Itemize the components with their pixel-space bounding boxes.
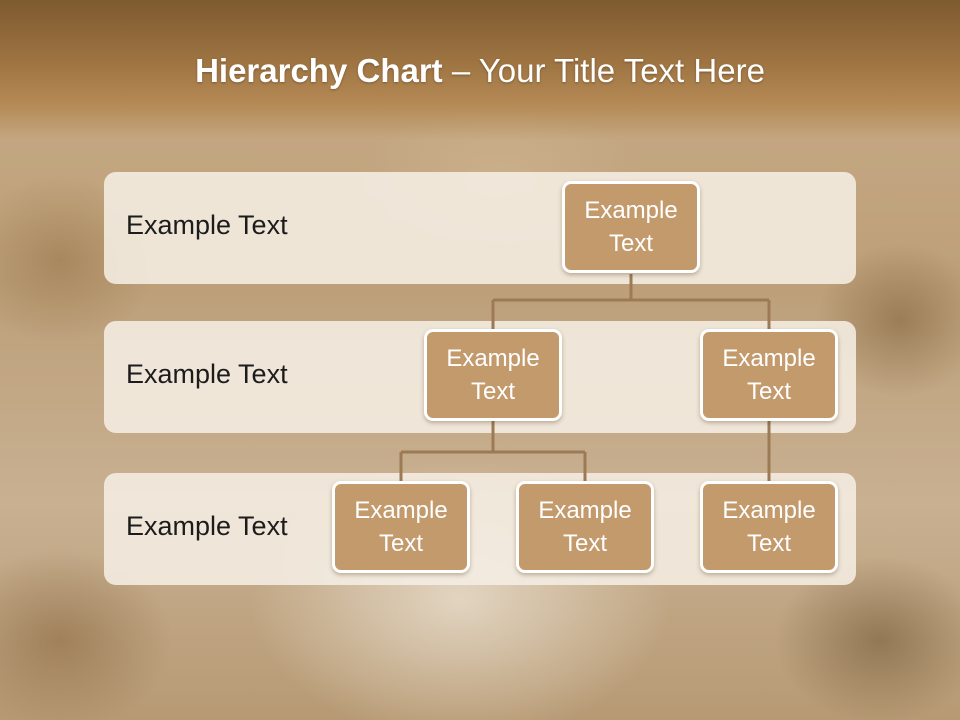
title-rest: Your Title Text Here bbox=[478, 52, 765, 89]
node-level3-middle: Example Text bbox=[516, 481, 654, 573]
node-root: Example Text bbox=[562, 181, 700, 273]
level-label-1: Example Text bbox=[126, 210, 288, 240]
level-label-3: Example Text bbox=[126, 511, 288, 541]
level-label-2: Example Text bbox=[126, 359, 288, 389]
node-level2-left: Example Text bbox=[424, 329, 562, 421]
title-banner bbox=[0, 0, 960, 140]
title-dash: – bbox=[442, 52, 479, 89]
title-bold: Hierarchy Chart bbox=[195, 52, 443, 89]
node-level3-left: Example Text bbox=[332, 481, 470, 573]
connector-left-to-level3 bbox=[399, 421, 587, 482]
slide-title: Hierarchy Chart – Your Title Text Here bbox=[0, 52, 960, 90]
node-level2-right: Example Text bbox=[700, 329, 838, 421]
connector-root-to-level2 bbox=[491, 274, 771, 330]
node-level3-right: Example Text bbox=[700, 481, 838, 573]
level-band-1: Example Text bbox=[104, 172, 856, 284]
